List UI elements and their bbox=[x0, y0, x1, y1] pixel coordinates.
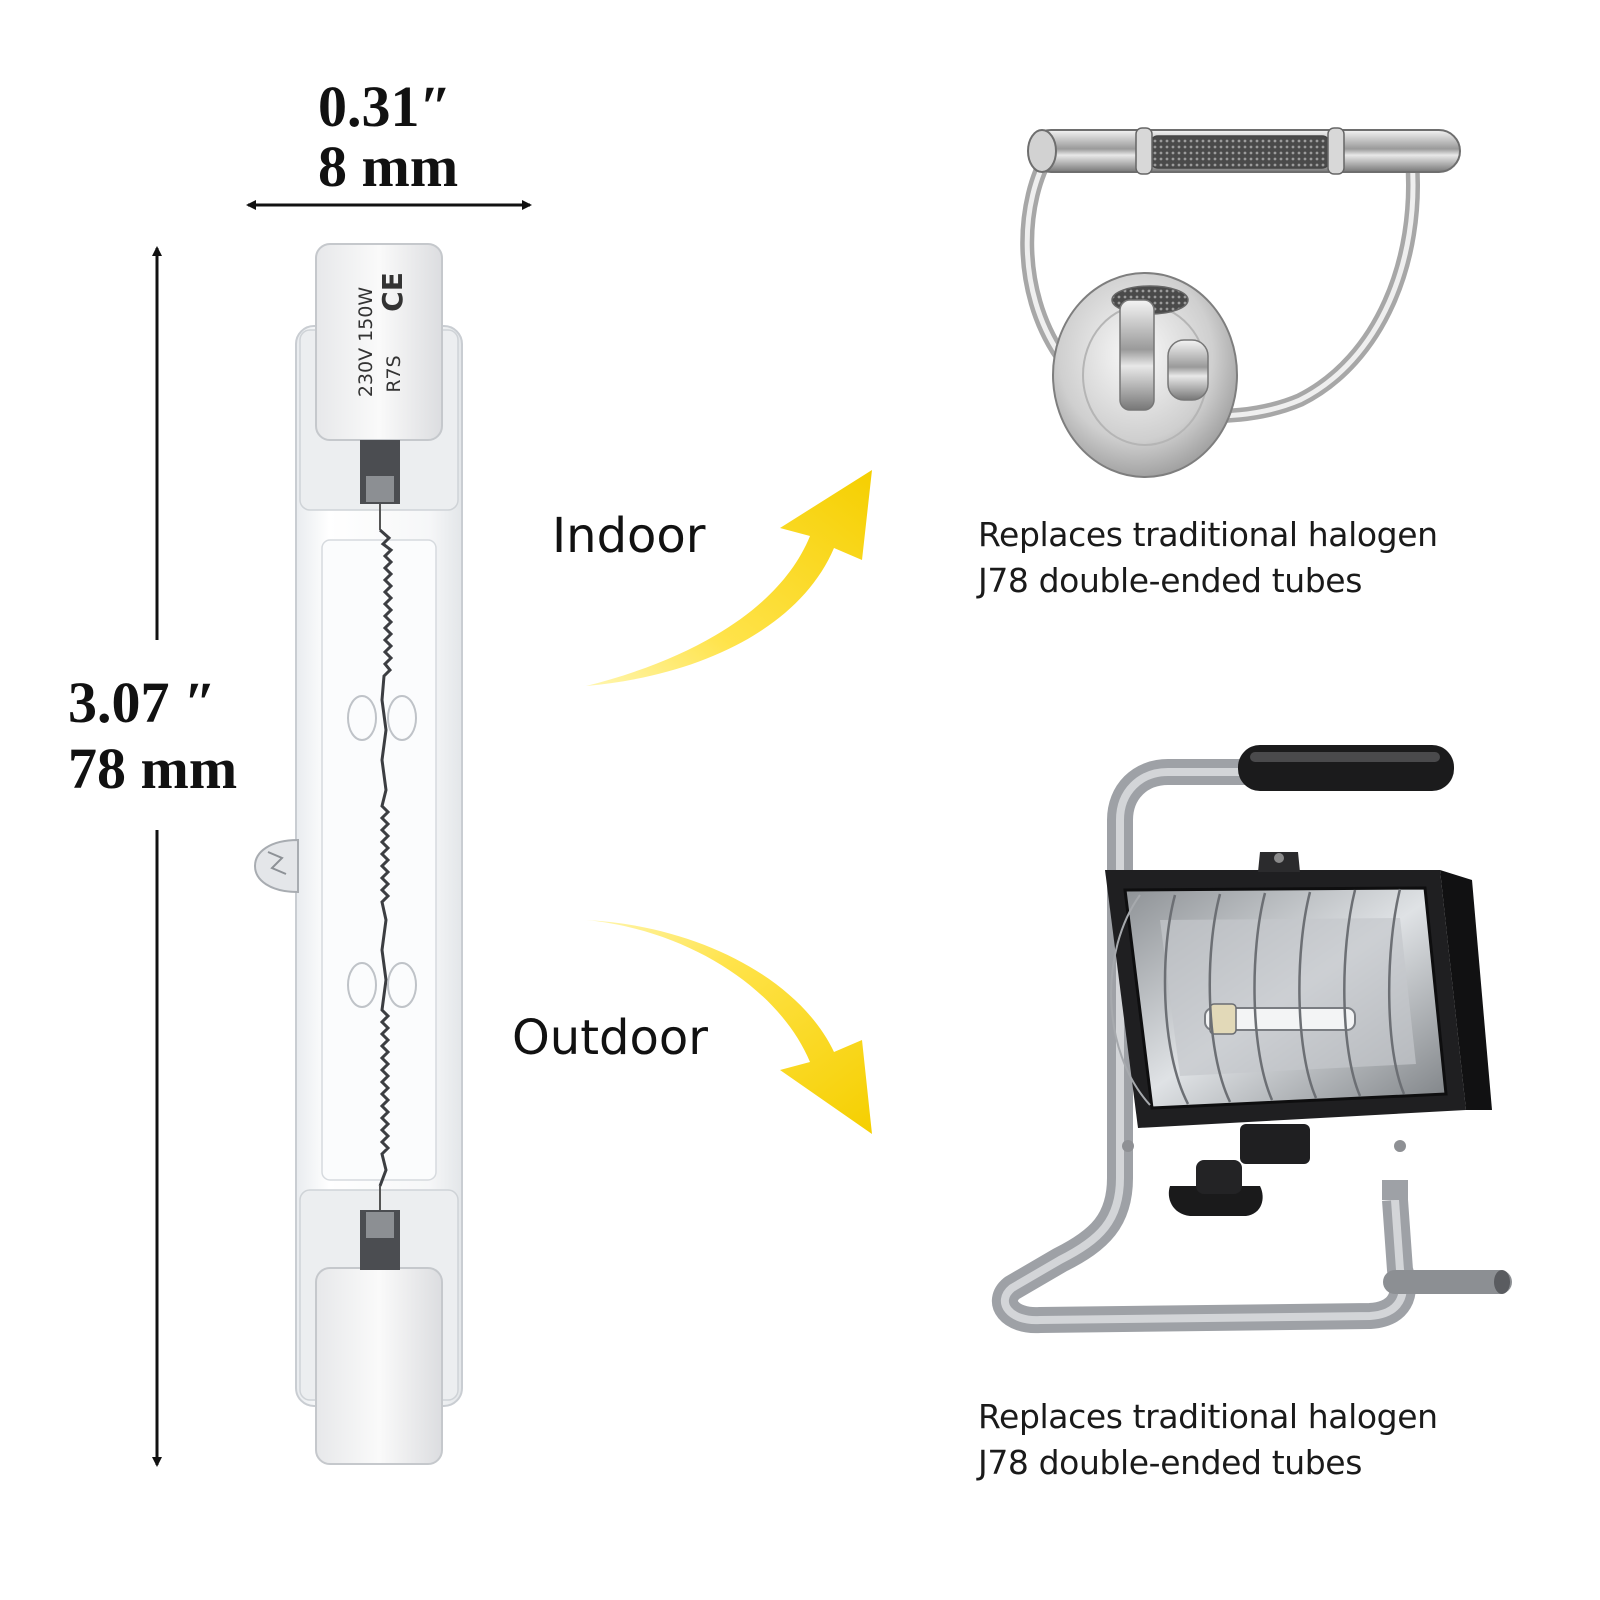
width-inches-label: 0.31″ bbox=[318, 74, 452, 139]
width-mm-label: 8 mm bbox=[318, 134, 459, 199]
outdoor-label: Outdoor bbox=[512, 1010, 708, 1066]
indoor-caption: Replaces traditional halogen J78 double-… bbox=[978, 512, 1438, 604]
outdoor-caption-line-1: Replaces traditional halogen bbox=[978, 1397, 1438, 1436]
filament-coil bbox=[378, 528, 394, 1187]
indoor-label: Indoor bbox=[552, 508, 706, 564]
ce-mark: CE bbox=[376, 272, 409, 312]
cap-print-base: R7S bbox=[383, 355, 405, 392]
wall-sconce-icon bbox=[1020, 127, 1461, 478]
r7s-halogen-bulb: 230V 150W R7S CE bbox=[253, 243, 463, 1465]
indoor-caption-line-1: Replaces traditional halogen bbox=[978, 515, 1438, 554]
indoor-caption-line-2: J78 double-ended tubes bbox=[978, 561, 1362, 600]
indoor-arrow bbox=[586, 470, 872, 686]
floodlight-stand-icon bbox=[992, 745, 1512, 1334]
length-inches-label: 3.07 ″ bbox=[68, 670, 217, 735]
cap-print-rating: 230V 150W bbox=[355, 287, 377, 398]
outdoor-caption: Replaces traditional halogen J78 double-… bbox=[978, 1394, 1438, 1486]
outdoor-arrow bbox=[586, 920, 872, 1134]
outdoor-caption-line-2: J78 double-ended tubes bbox=[978, 1443, 1362, 1482]
length-mm-label: 78 mm bbox=[68, 736, 238, 801]
